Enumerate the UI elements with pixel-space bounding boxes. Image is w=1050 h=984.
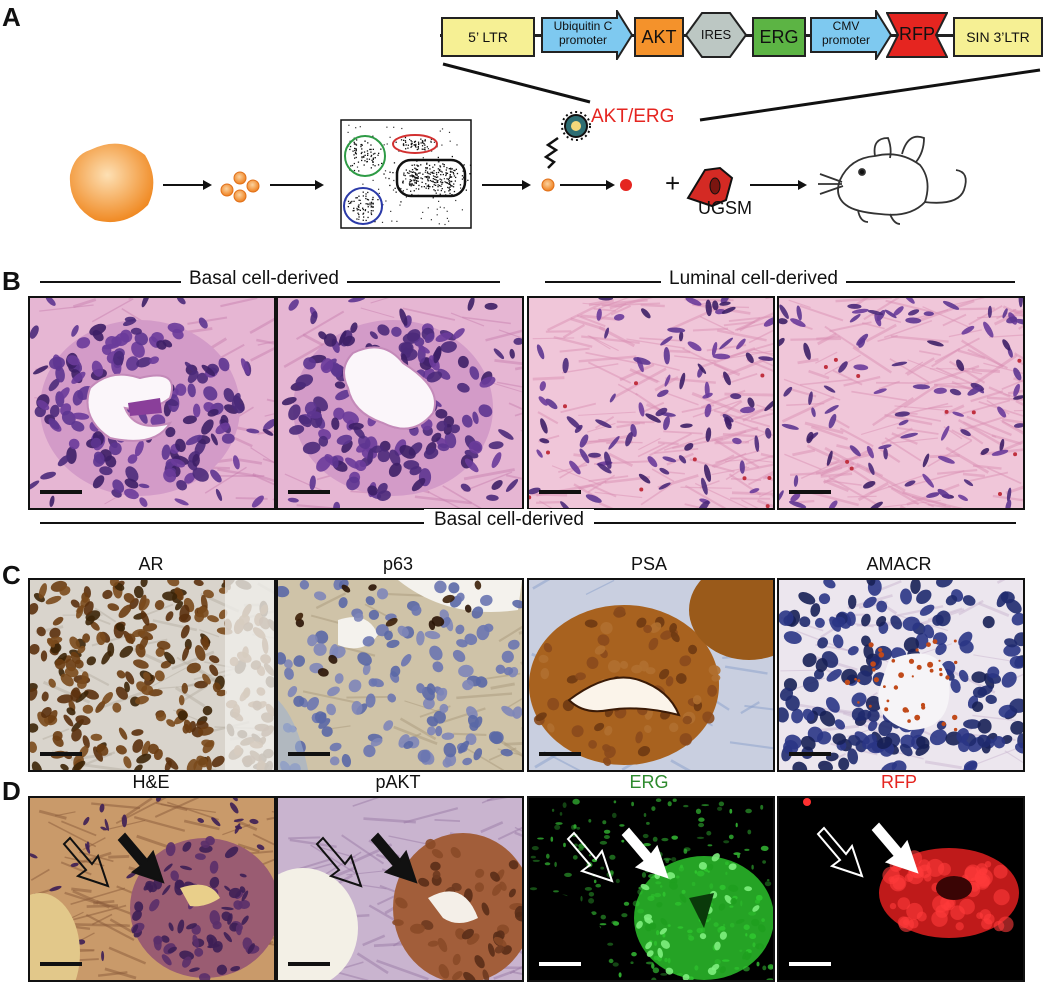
sorted-cell-icon	[541, 178, 555, 192]
ihc-amacr-image	[777, 578, 1025, 772]
basal-derived-title: Basal cell-derived	[181, 268, 347, 290]
construct-cmv-label: CMV promoter	[821, 19, 871, 47]
virus-label: AKT/ERG	[591, 106, 675, 127]
ugsm-label: UGSM	[698, 198, 752, 218]
panel-label-d: D	[2, 776, 21, 806]
facs-plot	[340, 119, 472, 229]
d-erg-image	[527, 796, 775, 982]
stain-label-psa: PSA	[630, 554, 668, 574]
mouse-icon	[818, 135, 967, 225]
prostate-tissue-icon	[69, 143, 154, 223]
stain-label-p63: p63	[382, 554, 414, 574]
luminal-derived-title: Luminal cell-derived	[661, 268, 846, 290]
zoom-lines	[442, 62, 1041, 122]
panel-label-b: B	[2, 266, 21, 296]
construct-ubiquitin-promoter	[541, 10, 633, 60]
construct-erg: ERG	[752, 17, 806, 57]
construct-sin-3ltr: SIN 3’LTR	[953, 17, 1043, 57]
construct-rfp-label: RFP	[899, 24, 935, 44]
stain-label-rfp: RFP	[881, 772, 917, 792]
panel-label-c: C	[2, 560, 21, 590]
he-luminal-image-1	[527, 296, 775, 510]
construct-5ltr: 5’ LTR	[441, 17, 535, 57]
gate-black	[395, 158, 467, 198]
he-basal-image-2	[276, 296, 524, 510]
ihc-psa-image	[527, 578, 775, 772]
stain-label-amacr: AMACR	[866, 554, 932, 574]
panel-label-a: A	[2, 2, 21, 32]
stain-label-pakt: pAKT	[375, 772, 421, 792]
gate-green	[344, 135, 386, 177]
he-basal-image-1	[28, 296, 276, 510]
stain-label-ar: AR	[138, 554, 164, 574]
construct-ires	[685, 12, 747, 58]
ihc-ar-image	[28, 578, 276, 772]
vector-construct: 5’ LTR Ubiquitin C promoter AKT IRES ERG…	[0, 0, 1050, 60]
plus-sign: +	[665, 168, 681, 198]
construct-ubiquitin-label: Ubiquitin C promoter	[553, 19, 613, 47]
d-he-image	[28, 796, 276, 982]
construct-ires-label: IRES	[700, 27, 732, 42]
stain-label-erg: ERG	[629, 772, 669, 792]
dissociated-cells-icon	[220, 171, 260, 203]
basal-derived-title-c: Basal cell-derived	[424, 509, 594, 531]
construct-akt: AKT	[634, 17, 684, 57]
d-rfp-image	[777, 796, 1025, 982]
construct-cmv-promoter	[810, 10, 892, 60]
he-luminal-image-2	[777, 296, 1025, 510]
ihc-p63-image	[276, 578, 524, 772]
transduced-cell-icon	[620, 179, 632, 191]
stain-label-he: H&E	[132, 772, 170, 792]
workflow-diagram	[69, 111, 967, 229]
d-pakt-image	[276, 796, 524, 982]
construct-rfp	[886, 12, 948, 58]
gate-blue	[343, 187, 383, 225]
gate-red	[392, 134, 438, 154]
virus-particle-icon	[561, 111, 591, 141]
